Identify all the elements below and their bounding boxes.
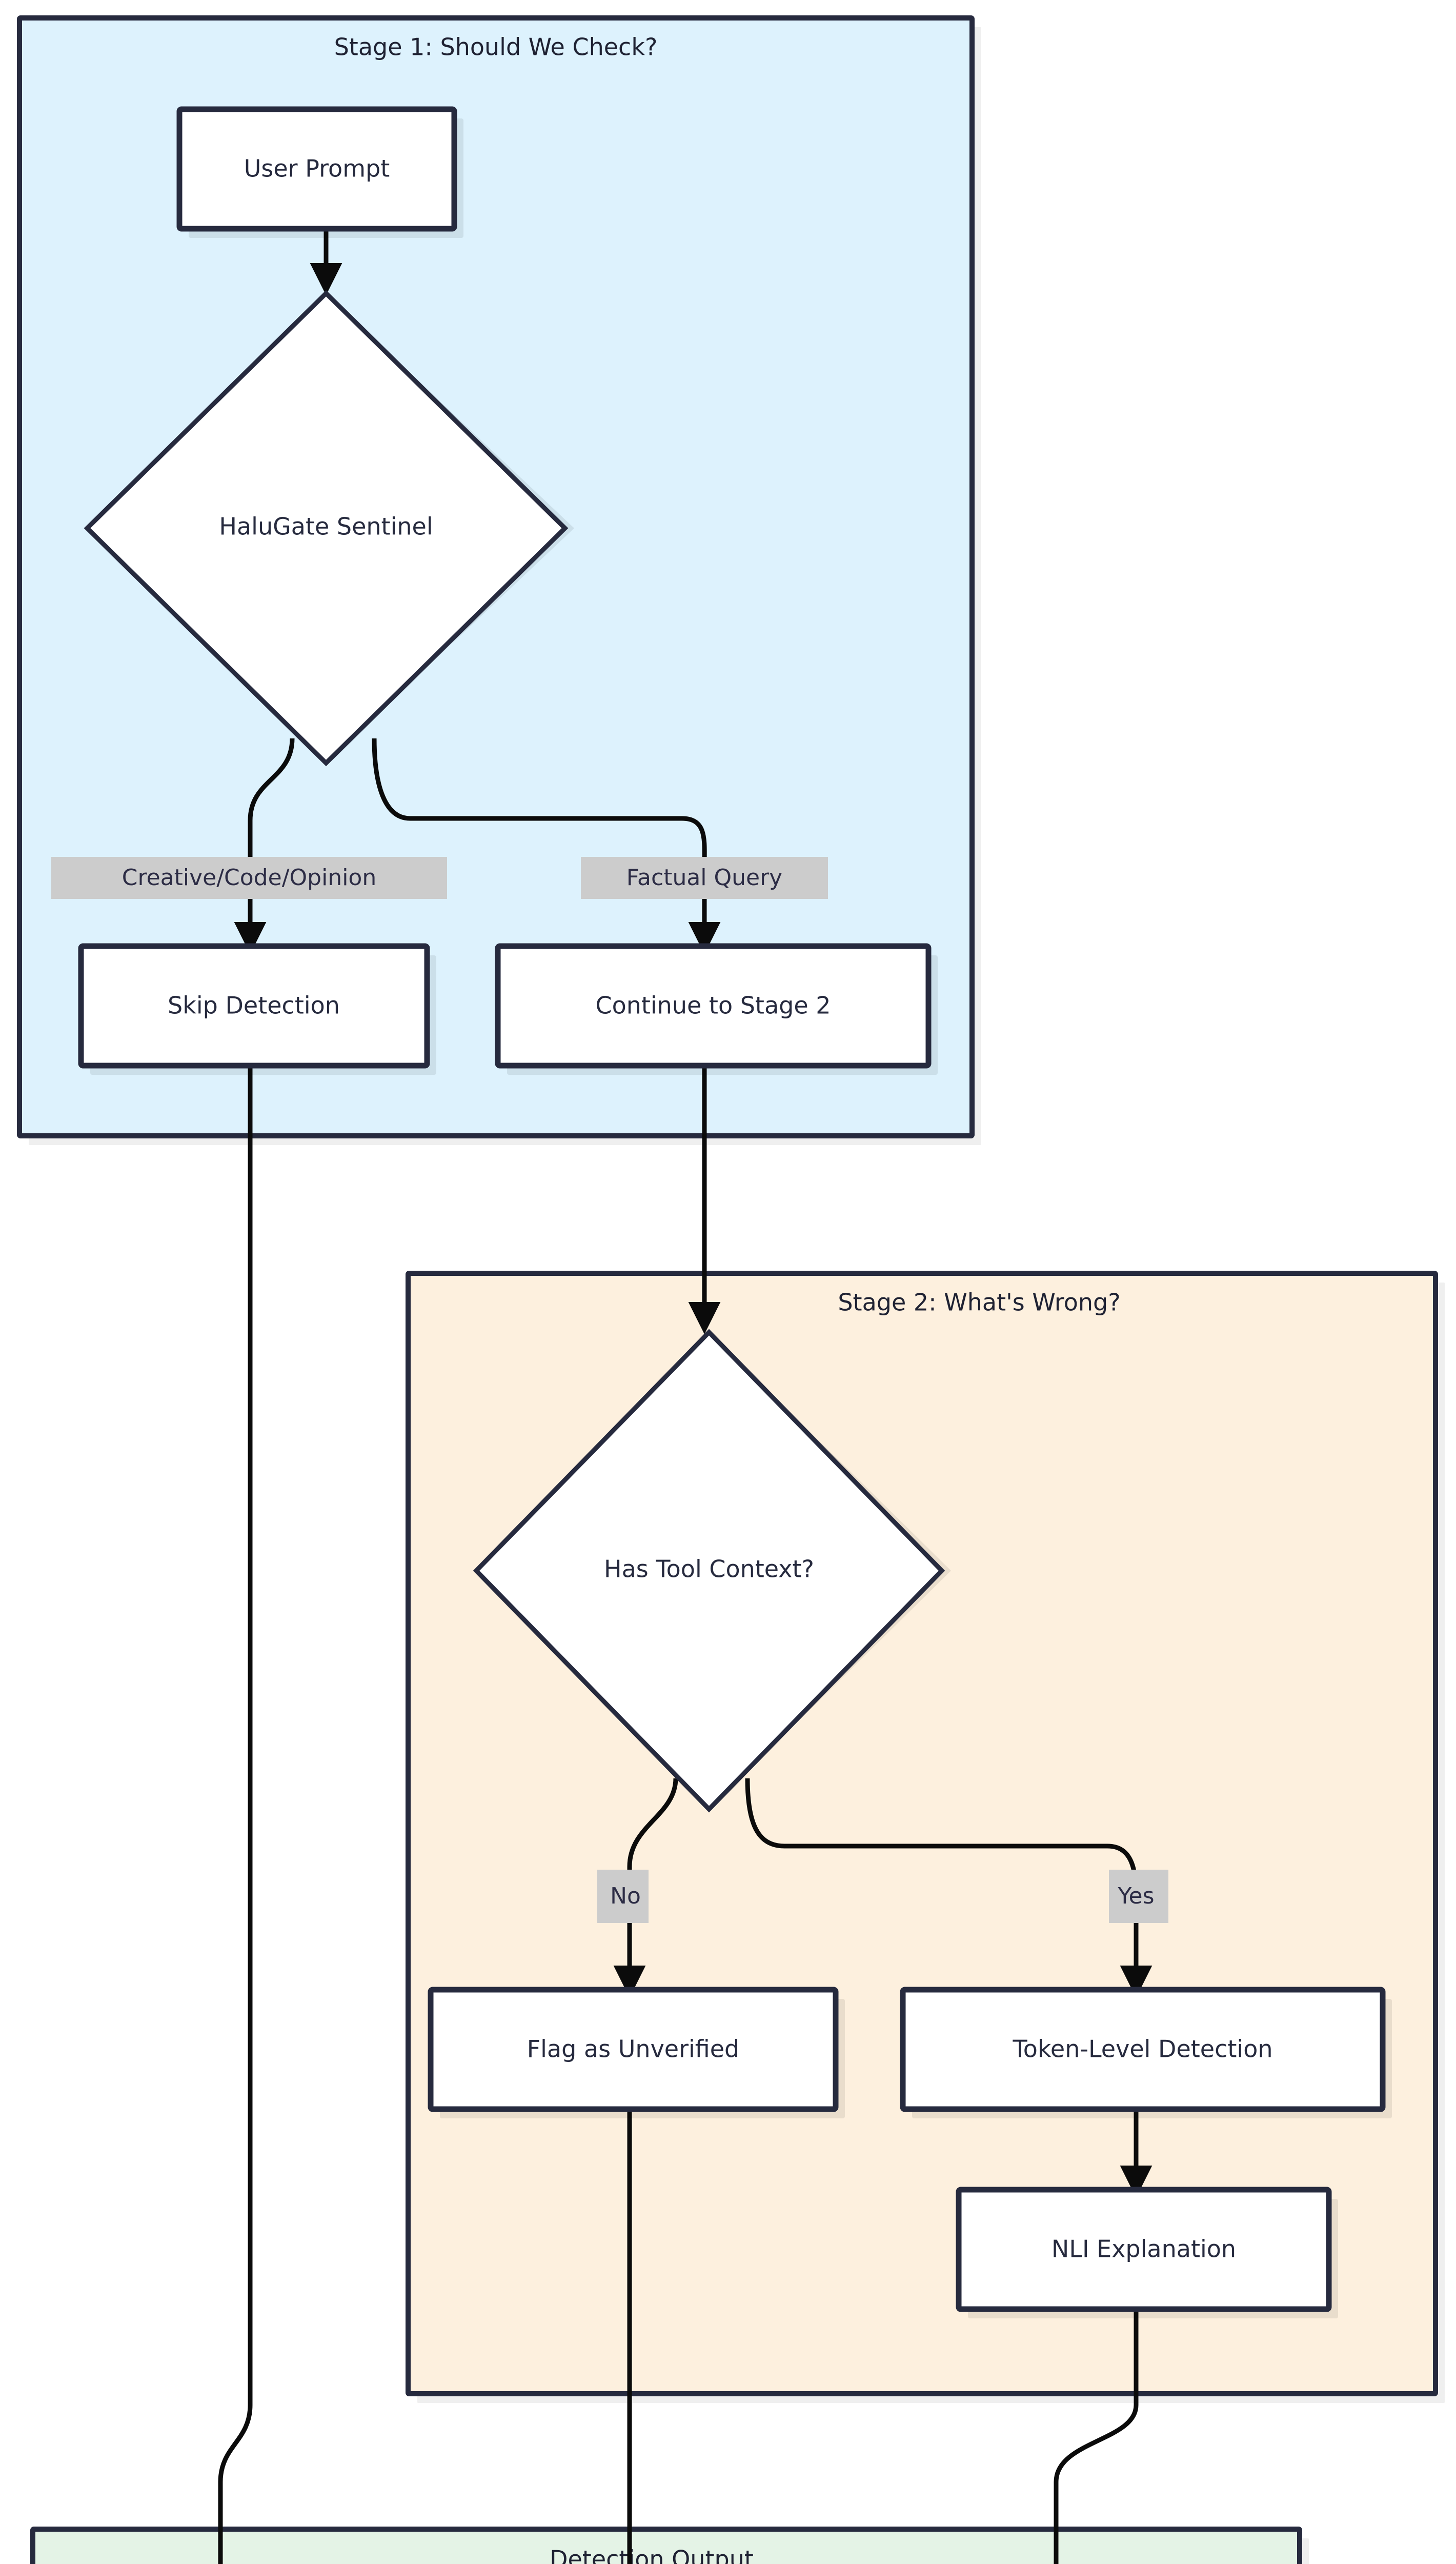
node-continue-to-stage-2-label: Continue to Stage 2 [595, 992, 831, 1019]
node-has-tool-context[interactable]: Has Tool Context? [473, 1329, 951, 1813]
node-token-level-detection-label: Token-Level Detection [1013, 2035, 1273, 2063]
node-skip-detection-box[interactable] [78, 943, 430, 1069]
edge-halugate-to-continue [372, 738, 721, 954]
node-nli-explanation-box[interactable] [956, 2187, 1332, 2312]
node-token-level-detection-box[interactable] [900, 1987, 1386, 2112]
node-has-tool-context-label: Has Tool Context? [604, 1555, 814, 1583]
edge-label-creative-code-opinion: Creative/Code/Opinion [51, 857, 447, 899]
node-flag-as-unverified-label: Flag as Unverified [527, 2035, 740, 2063]
edge-label-no: No [597, 1870, 649, 1923]
node-token-level-detection[interactable]: Token-Level Detection [900, 1987, 1392, 2118]
edge-nli-to-report [1054, 2309, 1139, 2564]
cluster-output-body [30, 2527, 1302, 2564]
cluster-stage2-label: Stage 2: What's Wrong? [838, 1289, 1120, 1316]
node-skip-detection-label: Skip Detection [168, 992, 340, 1019]
node-halugate-sentinel[interactable]: HaluGate Sentinel [84, 290, 574, 767]
edge-label-factual-query-bg [581, 857, 828, 899]
node-nli-explanation-label: NLI Explanation [1051, 2235, 1236, 2263]
cluster-output: Detection Output [30, 2527, 1309, 2564]
edge-halugate-to-skip [234, 738, 295, 954]
edge-label-yes: Yes [1109, 1870, 1168, 1923]
node-continue-to-stage-2-box[interactable] [495, 943, 932, 1069]
node-has-tool-context-box[interactable] [473, 1329, 945, 1813]
edge-label-factual-query: Factual Query [581, 857, 828, 899]
node-nli-explanation[interactable]: NLI Explanation [956, 2187, 1338, 2318]
node-halugate-sentinel-box[interactable] [84, 290, 569, 767]
edge-label-no-text: No [610, 1883, 641, 1909]
cluster-output-label: Detection Output [550, 2546, 754, 2564]
node-skip-detection[interactable]: Skip Detection [78, 943, 436, 1075]
edge-label-no-bg [597, 1870, 649, 1923]
edge-label-yes-text: Yes [1117, 1883, 1154, 1909]
edge-label-factual-query-text: Factual Query [626, 865, 782, 891]
edge-label-creative-code-opinion-text: Creative/Code/Opinion [122, 865, 376, 891]
edge-label-yes-bg [1109, 1870, 1168, 1923]
edge-skip-to-pass-through [218, 1066, 253, 2564]
edge-label-layer: Creative/Code/Opinion Factual Query No Y… [51, 857, 1168, 1923]
node-user-prompt-label: User Prompt [244, 155, 390, 183]
node-layer: User Prompt HaluGate Sentinel Skip Detec… [78, 106, 1392, 2318]
edge-layer [218, 230, 1152, 2564]
node-flag-as-unverified-box[interactable] [428, 1987, 839, 2112]
node-user-prompt[interactable]: User Prompt [176, 106, 463, 238]
node-halugate-sentinel-label: HaluGate Sentinel [219, 513, 433, 540]
edge-tool-context-to-flag [613, 1778, 678, 1998]
node-continue-to-stage-2[interactable]: Continue to Stage 2 [495, 943, 938, 1075]
edge-label-creative-code-opinion-bg [51, 857, 447, 899]
cluster-stage1-label: Stage 1: Should We Check? [334, 33, 658, 61]
node-user-prompt-box[interactable] [176, 106, 457, 232]
node-flag-as-unverified[interactable]: Flag as Unverified [428, 1987, 845, 2118]
